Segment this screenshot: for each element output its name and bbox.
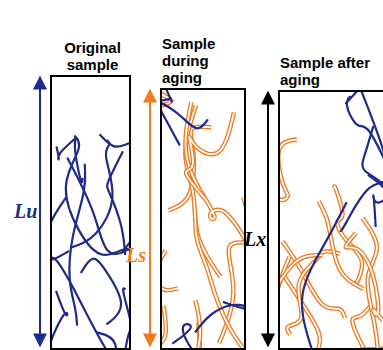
dimension-arrow [39,77,41,346]
sample-box: Sample after aging [278,90,383,350]
sample-heading: Original sample [52,39,133,73]
dimension-arrow [149,90,151,346]
dimension-label: Lu [14,200,37,223]
dimension-arrow [267,92,269,346]
sample-heading: Sample after aging [280,54,375,88]
sample-box: Original sample [50,75,131,350]
dimension-label: Lx [244,228,266,251]
dimension-label: Ls [126,244,146,267]
sample-box: Sample during aging [160,88,246,350]
sample-heading: Sample during aging [162,35,246,86]
